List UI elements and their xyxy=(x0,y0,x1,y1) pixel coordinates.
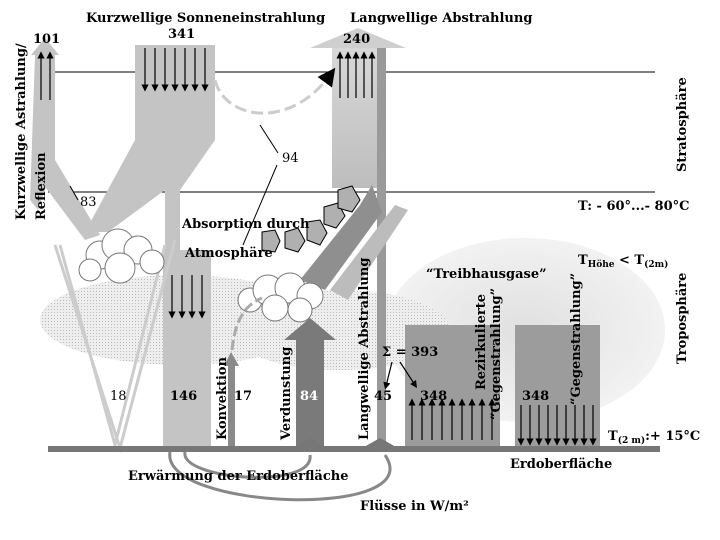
label-absorption-2: Atmosphäre xyxy=(184,246,273,261)
ground-line xyxy=(48,446,660,452)
sum-arrow-right xyxy=(399,361,417,389)
cloud-left xyxy=(78,228,165,284)
label-convection: Konvektion xyxy=(215,356,230,440)
warming-loop-outer xyxy=(168,451,392,502)
label-stratosphere: Stratosphäre xyxy=(675,77,690,172)
value-reflected: 101 xyxy=(33,32,60,47)
label-absorption-1: Absorption durch xyxy=(181,217,310,232)
label-evaporation: Verdunstung xyxy=(279,347,294,441)
label-counter-2: “Gegenstrahlung” xyxy=(569,273,584,405)
incoming-beam xyxy=(85,45,215,250)
convection-arc xyxy=(230,296,263,351)
incoming-arrows xyxy=(141,48,209,319)
sum-arrow-left xyxy=(383,361,393,390)
ground-tri-1 xyxy=(285,438,335,452)
evaporation-arrow xyxy=(296,340,324,446)
label-surface-temp: T(2 m):+ 15°C xyxy=(608,429,700,446)
label-greenhouse: “Treibhausgase” xyxy=(426,267,547,282)
value-outgoing: 240 xyxy=(343,32,370,47)
value-convection: 17 xyxy=(234,389,252,404)
leader-83 xyxy=(69,185,79,201)
reflection-arrowhead xyxy=(31,38,59,55)
title-longwave: Langwellige Abstrahlung xyxy=(350,11,532,26)
value-window: 45 xyxy=(374,389,392,404)
leader-94-a xyxy=(259,124,279,154)
convection-arrow xyxy=(228,366,235,446)
absorption-arc xyxy=(213,67,336,115)
value-evaporation: 84 xyxy=(300,389,318,404)
label-t-height: THöhe < T(2m) xyxy=(578,253,668,270)
value-surface-reflect: 18 xyxy=(110,389,127,404)
ground-tri-2 xyxy=(355,438,405,452)
evaporation-arrowhead xyxy=(284,318,336,340)
outgoing-arrowhead xyxy=(310,28,406,48)
value-incoming: 341 xyxy=(168,27,195,42)
diagonal-flow-light xyxy=(330,205,408,300)
label-troposphere: Troposphäre xyxy=(675,273,690,364)
label-surface: Erdoberfläche xyxy=(510,457,612,472)
value-absorbed-atmo: 94 xyxy=(282,151,299,166)
title-shortwave: Kurzwellige Sonneneinstrahlung xyxy=(86,11,325,26)
reflection-arrows xyxy=(37,51,54,100)
outgoing-column xyxy=(332,48,384,188)
lw-up-arrows xyxy=(408,398,496,440)
label-surface-warming: Erwärmung der Erdoberfläche xyxy=(128,469,348,484)
label-counter-1: “Gegenstrahlung” xyxy=(489,288,504,420)
value-counter: 348 xyxy=(522,389,549,404)
label-sw-reflection-1: Kurzwellige Astrahlung/ xyxy=(14,43,29,220)
label-recirculated: Rezirkulierte xyxy=(474,294,489,390)
absorption-pentagons xyxy=(261,185,361,253)
label-lw-radiation: Langwellige Abstrahlung xyxy=(357,258,372,440)
convection-arrowhead xyxy=(224,352,239,366)
incoming-to-ground xyxy=(163,250,211,446)
warming-loop-inner xyxy=(183,451,312,479)
label-sw-reflection-2: Reflexion xyxy=(34,152,49,220)
value-cloud-reflect: 83 xyxy=(80,195,97,210)
label-units: Flüsse in W/m² xyxy=(360,499,469,514)
outgoing-arrows xyxy=(336,51,376,98)
value-surface-absorbed: 146 xyxy=(170,389,197,404)
counter-arrows xyxy=(517,405,597,446)
cloud-reflection-v xyxy=(40,160,100,240)
leader-94-b xyxy=(242,164,278,246)
diagonal-flow xyxy=(300,185,382,290)
label-sum: Σ = 393 xyxy=(382,345,438,360)
reflection-beam xyxy=(30,40,55,210)
value-lw-up: 348 xyxy=(420,389,447,404)
label-tropopause-temp: T: - 60°...- 80°C xyxy=(578,199,689,214)
